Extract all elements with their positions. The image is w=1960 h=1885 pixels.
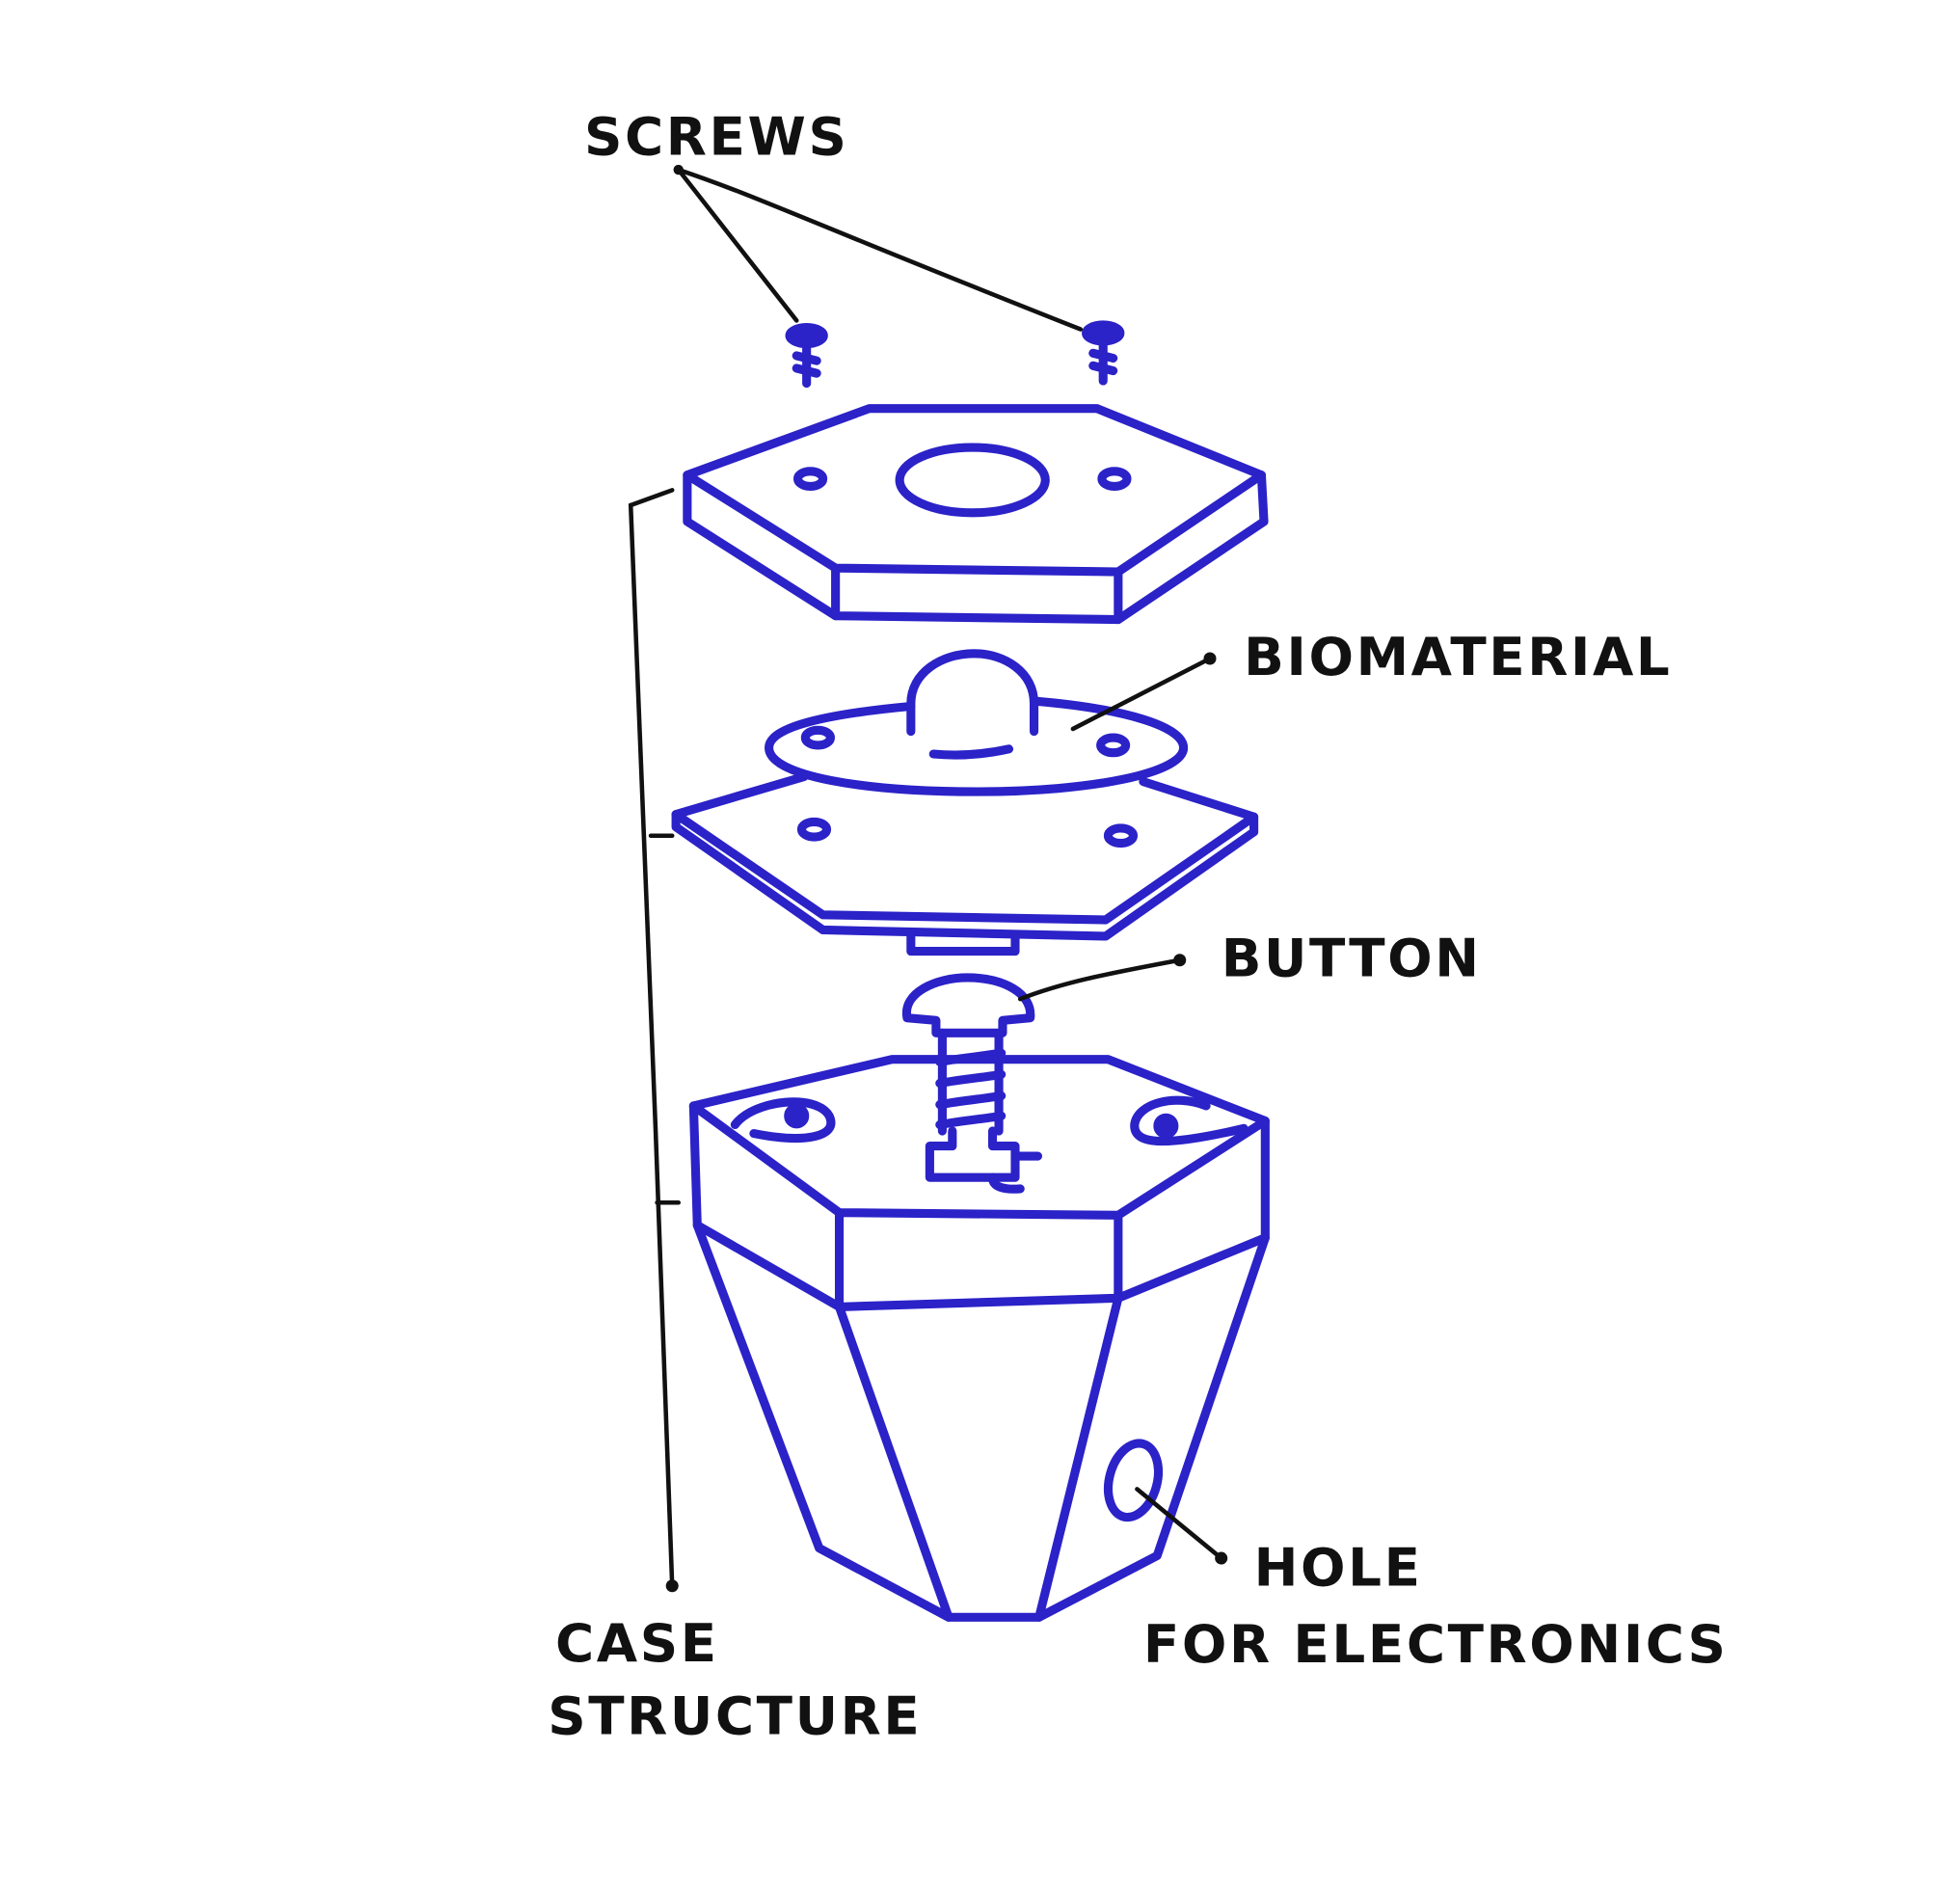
label-hole-line2: FOR ELECTRONICS [1143, 1613, 1729, 1675]
top-lid [683, 404, 1269, 625]
screw-right [1082, 320, 1125, 386]
label-screws: SCREWS [584, 105, 848, 167]
biomaterial-disc [765, 649, 1189, 796]
middle-plate [671, 771, 1259, 956]
label-case-line1: CASE [555, 1612, 719, 1674]
label-case-line2: STRUCTURE [548, 1685, 922, 1747]
label-hole-line1: HOLE [1254, 1537, 1423, 1599]
button-component [901, 973, 1043, 1194]
leader-lines [628, 164, 1228, 1593]
screw-left [785, 323, 828, 389]
case-base [688, 1055, 1270, 1622]
label-biomaterial: BIOMATERIAL [1244, 626, 1672, 687]
label-button: BUTTON [1222, 928, 1482, 989]
